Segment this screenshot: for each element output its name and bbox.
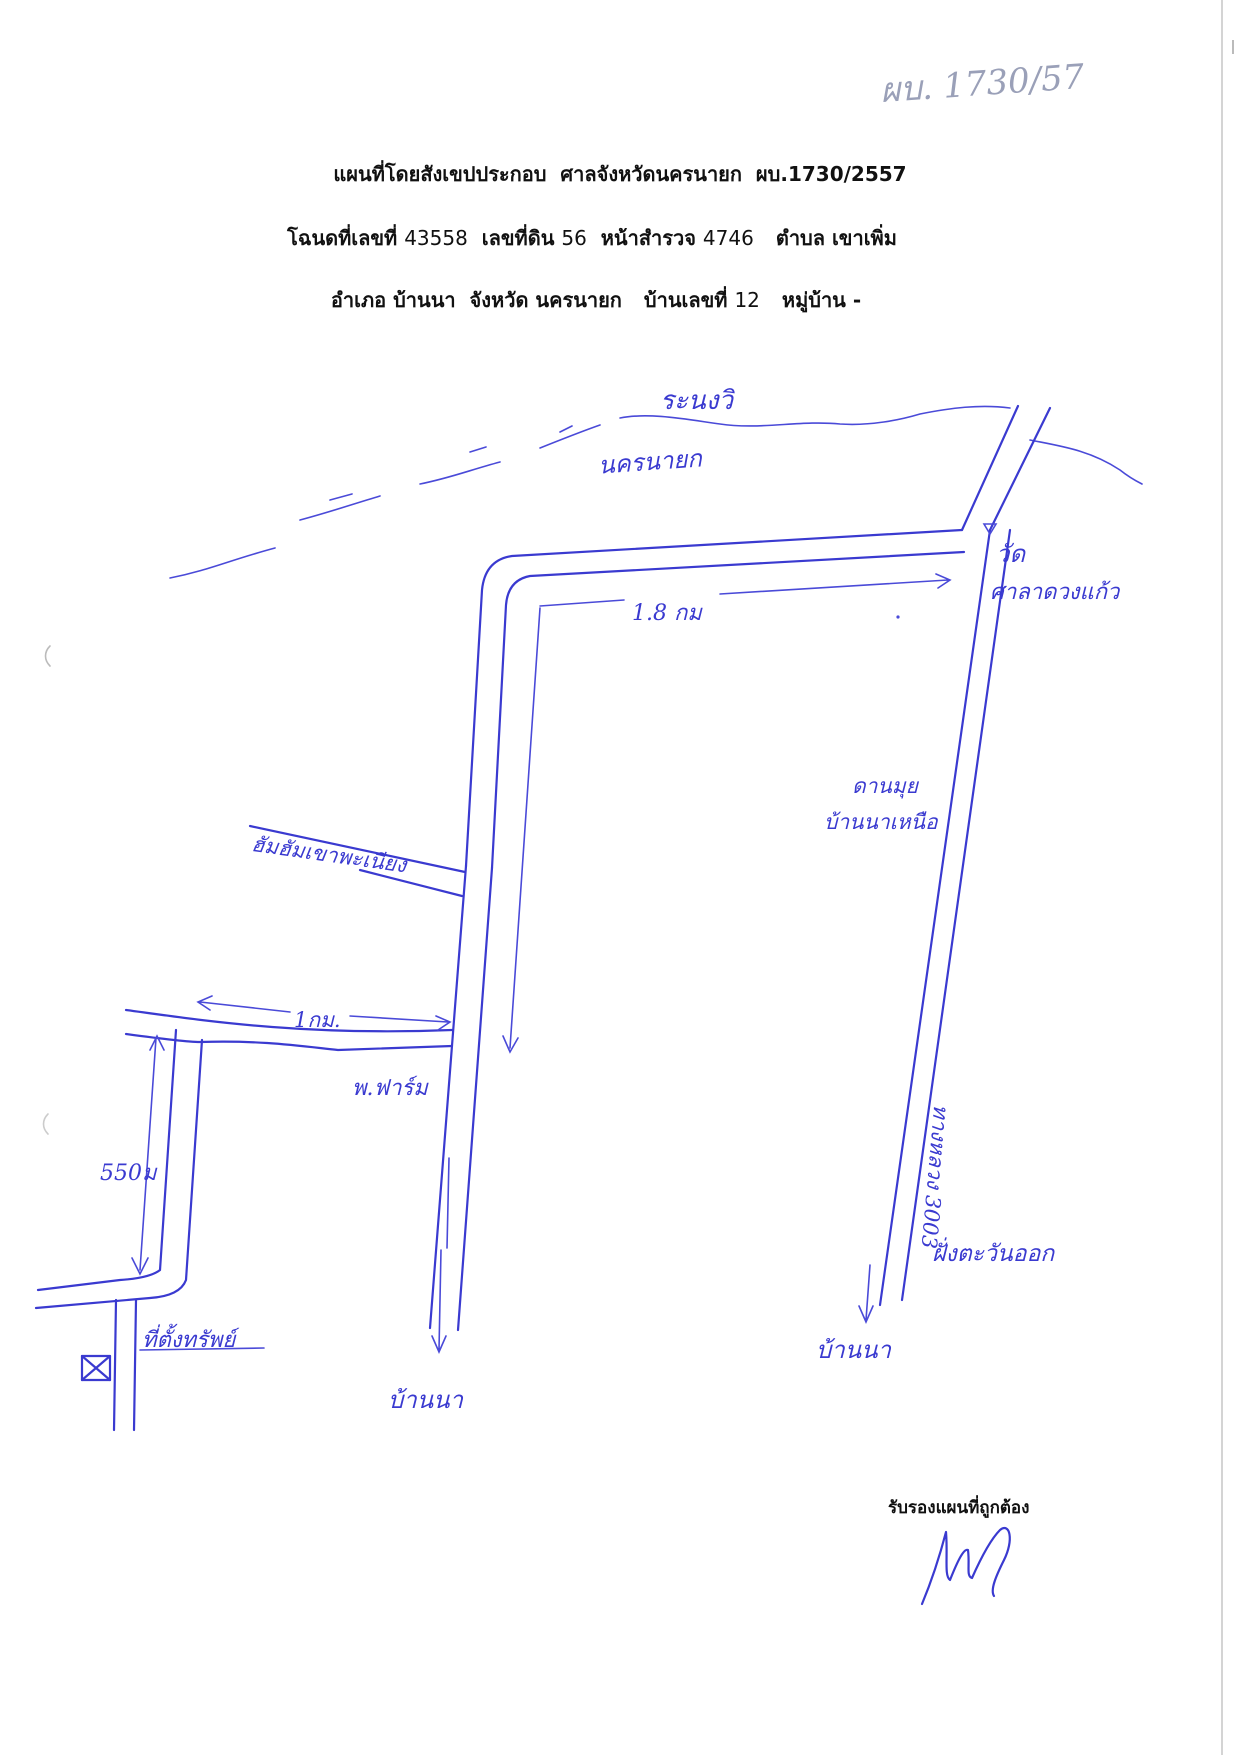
temple-road-outer	[464, 528, 964, 868]
land-label: เลขที่ดิน	[481, 226, 555, 250]
left-main-road-b	[456, 866, 494, 1332]
dist-top-arrow	[539, 573, 952, 607]
label-dist-top: 1.8 กม	[632, 601, 702, 626]
pen-dot	[896, 615, 900, 619]
label-temple: วัด	[996, 540, 1026, 568]
survey-number: 4746	[702, 226, 754, 250]
label-dist-mid: 1กม.	[294, 1008, 341, 1032]
temple-marker	[982, 523, 998, 536]
page-edge	[1221, 0, 1223, 1755]
survey-label: หน้าสำรวจ	[600, 226, 696, 250]
road-top-right-a	[960, 404, 1020, 532]
owner-underline	[139, 1347, 265, 1351]
property-marker	[80, 1354, 112, 1382]
label-right-note: ฝั่งตะวันออก	[932, 1241, 1055, 1267]
label-dist-left: 550ม	[100, 1161, 157, 1186]
side-road-lower	[358, 868, 464, 898]
left-vertical-road-b	[34, 1038, 204, 1310]
label-road-right-2: บ้านนาเหนือ	[824, 810, 938, 834]
header-line-3: อำเภอ บ้านนา จังหวัด นครนายก บ้านเลขที่ 1…	[0, 284, 1216, 316]
subdistrict: ตำบล เขาเพิ่ม	[775, 226, 897, 250]
page-edge-mark	[1232, 40, 1234, 54]
right-road-arrow	[858, 1264, 874, 1324]
district: อำเภอ บ้านนา	[330, 288, 456, 312]
left-main-road-a	[428, 864, 468, 1330]
province: จังหวัด นครนายก	[469, 288, 622, 312]
label-landmark: พ.ฟาร์ม	[352, 1076, 428, 1101]
top-boundary-dash	[329, 425, 573, 501]
road-top-right-b	[988, 406, 1052, 532]
property-road-a	[112, 1298, 118, 1432]
left-road-tick	[446, 1157, 450, 1249]
deed-number: 43558	[404, 226, 468, 250]
scan-mark-2	[42, 1113, 49, 1135]
village: หมู่บ้าน -	[781, 288, 862, 312]
land-number: 56	[561, 226, 587, 250]
property-road-b	[132, 1298, 138, 1432]
left-branch-road-b	[124, 1032, 454, 1052]
signature-mark	[920, 1527, 1011, 1606]
left-road-arrow	[431, 1249, 447, 1354]
label-owner: ที่ตั้งทรัพย์	[142, 1328, 236, 1353]
label-dest-left: บ้านนา	[388, 1386, 463, 1414]
deed-label: โฉนดที่เลขที่	[287, 226, 398, 250]
scan-mark-1	[44, 645, 51, 667]
top-boundary-line	[169, 405, 1143, 579]
certify-text: รับรองแผนที่ถูกต้อง	[888, 1498, 1030, 1518]
label-top-road: ระนงวิ	[660, 386, 733, 416]
highway-road-a	[878, 528, 992, 1307]
house-label: บ้านเลขที่	[643, 288, 728, 312]
label-dest-right: บ้านนา	[816, 1336, 891, 1364]
dist-mid-arrow	[196, 995, 452, 1031]
temple-road-inner	[490, 550, 966, 870]
header-line-1: แผนที่โดยสังเขปประกอบ ศาลจังหวัดนครนายก …	[333, 162, 907, 186]
label-top-road-2: นครนายก	[597, 444, 703, 480]
dist-top-vertical	[502, 607, 541, 1054]
left-vertical-road-a	[36, 1028, 178, 1292]
left-branch-road-a	[124, 1008, 454, 1033]
header-line-2: โฉนดที่เลขที่ 43558 เลขที่ดิน 56 หน้าสำร…	[0, 222, 1212, 254]
house-number: 12	[734, 288, 760, 312]
property-marker-cross	[80, 1354, 112, 1382]
label-temple-2: ศาลาดวงแก้ว	[990, 580, 1120, 605]
highway-road-b	[900, 528, 1012, 1302]
dist-left-arrow	[131, 1034, 165, 1276]
label-road-right-1: ดานมุย	[852, 774, 918, 798]
side-road-upper	[248, 824, 467, 874]
